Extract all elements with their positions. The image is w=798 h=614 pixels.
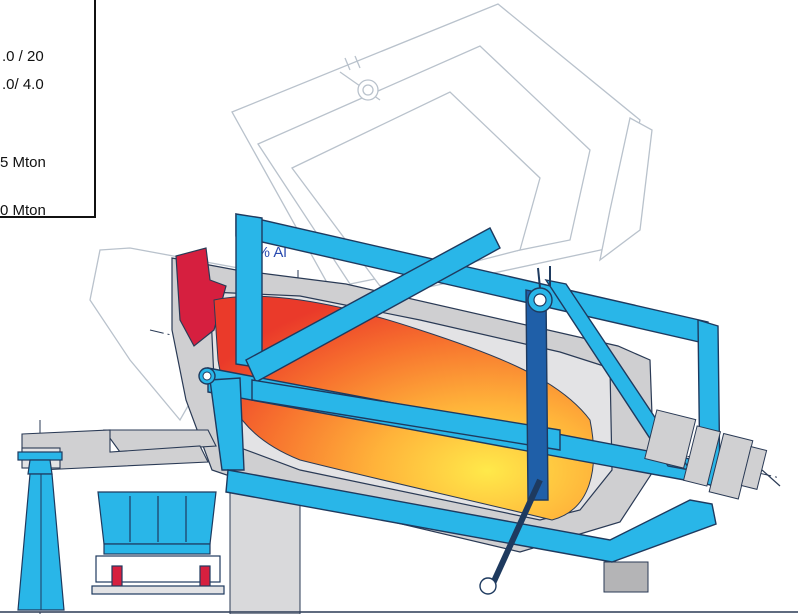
spec-line-mton-2: 0 Mton: [0, 202, 46, 219]
right-foot-block: [603, 561, 649, 593]
ghost-tilted-furnace: [89, 3, 653, 422]
specifications-box: [0, 0, 96, 218]
drive-assembly: [644, 409, 781, 500]
hydraulic-cylinder: [479, 266, 553, 595]
spec-line-ratio: .0/ 4.0: [2, 76, 44, 93]
pivot-point: [198, 367, 216, 385]
spec-line-mton-1: 5 Mton: [0, 154, 46, 171]
transfer-cart: [91, 491, 225, 595]
spec-line-capacity: .0 / 20: [2, 48, 44, 65]
support-stand: [17, 451, 65, 611]
